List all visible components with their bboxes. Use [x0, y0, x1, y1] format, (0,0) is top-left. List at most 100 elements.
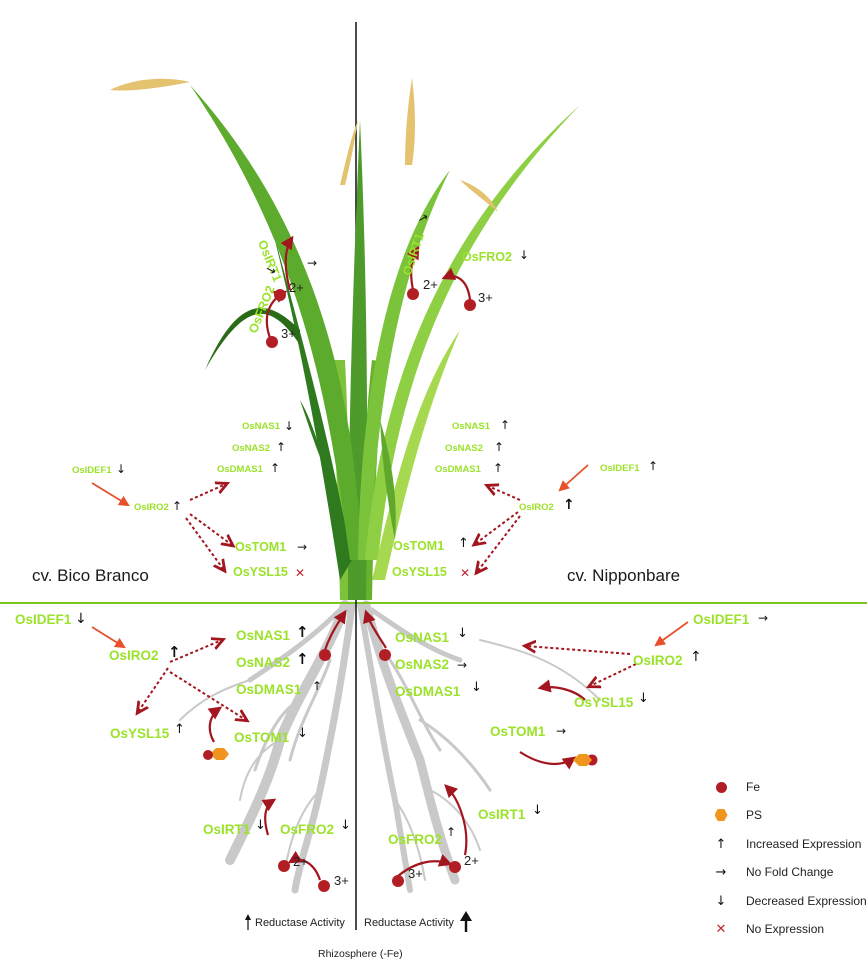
increased-arrow: ↑ — [563, 498, 575, 512]
ostom1-shoot-right: OsTOM1 — [393, 539, 444, 553]
right-arrow-icon: → — [712, 865, 730, 880]
reductase-arrow-left-head — [245, 914, 251, 920]
osnas1-root-right: OsNAS1 — [395, 630, 449, 645]
fe2-charge-label: 2+ — [293, 854, 308, 869]
increased-arrow: ↑ — [312, 680, 322, 692]
dashed-arrow-right-ysl15 — [477, 516, 520, 572]
increased-arrow: ↑ — [446, 826, 456, 838]
osnas1-shoot-right: OsNAS1 — [452, 421, 490, 432]
legend-no-expression: ✕ No Expression — [712, 919, 824, 939]
regulation-arrow-root-left — [92, 627, 124, 647]
legend-label: Increased Expression — [746, 837, 861, 851]
no-change-arrow: → — [457, 659, 467, 671]
fe-dot — [319, 649, 331, 661]
fe-dot — [266, 336, 278, 348]
osfro2-root-left: OsFRO2 — [280, 822, 334, 837]
legend-label: Fe — [746, 780, 760, 794]
up-arrow-icon: ↑ — [712, 837, 730, 852]
dashed-arrow-root-right-nas — [526, 646, 630, 654]
decreased-arrow: ↓ — [457, 627, 468, 640]
cultivar-label-right: cv. Nipponbare — [567, 566, 680, 586]
increased-arrow: ↑ — [270, 462, 280, 474]
increased-arrow: ↑ — [172, 500, 182, 512]
fe-dot — [464, 299, 476, 311]
decreased-arrow: ↓ — [471, 681, 482, 694]
ps-molecules — [210, 748, 592, 766]
osidef1-root-left: OsIDEF1 — [15, 612, 71, 627]
rhizosphere-label: Rhizosphere (-Fe) — [318, 948, 403, 960]
osidef1-shoot-left: OsIDEF1 — [72, 465, 112, 476]
legend-increased: ↑ Increased Expression — [712, 834, 861, 854]
panicles — [110, 78, 498, 212]
reductase-activity-left: Reductase Activity — [255, 917, 345, 929]
osidef1-root-right: OsIDEF1 — [693, 612, 749, 627]
increased-arrow: ↑ — [296, 625, 309, 640]
reductase-arrow-right-head — [460, 911, 472, 921]
fe-dot — [379, 649, 391, 661]
osfro2-shoot-right: OsFRO2 — [462, 250, 512, 264]
fe-dot — [392, 875, 404, 887]
increased-arrow: ↑ — [296, 652, 309, 667]
legend-label: No Expression — [746, 922, 824, 936]
ostom1-root-right: OsTOM1 — [490, 724, 545, 739]
osnas2-shoot-right: OsNAS2 — [445, 443, 483, 454]
down-arrow-icon: ↓ — [712, 894, 730, 909]
dashed-arrow-root-left-ysl15 — [138, 668, 168, 712]
osiro2-shoot-left: OsIRO2 — [134, 502, 169, 513]
decreased-arrow: ↓ — [519, 249, 529, 261]
dashed-arrow-left-nas — [190, 484, 226, 500]
osysl15-root-left: OsYSL15 — [110, 726, 169, 741]
x-mark-icon: ✕ — [712, 922, 730, 937]
osnas2-shoot-left: OsNAS2 — [232, 443, 270, 454]
decreased-arrow: ↓ — [638, 692, 649, 705]
root-system — [180, 605, 600, 890]
osfro2-root-right: OsFRO2 — [388, 832, 442, 847]
fe-uptake-arrow-root-lower-right — [446, 786, 466, 855]
increased-arrow: ↑ — [493, 462, 503, 474]
decreased-arrow: ↓ — [255, 819, 266, 832]
osidef1-shoot-right: OsIDEF1 — [600, 463, 640, 474]
increased-arrow: ↑ — [168, 645, 181, 660]
increased-arrow: ↑ — [174, 723, 185, 736]
fe2-charge-label: 2+ — [289, 280, 304, 295]
fe3-charge-label: 3+ — [334, 873, 349, 888]
cultivar-label-left: cv. Bico Branco — [32, 566, 149, 586]
osnas2-root-left: OsNAS2 — [236, 655, 290, 670]
osnas1-root-left: OsNAS1 — [236, 628, 290, 643]
increased-arrow: ↑ — [494, 441, 504, 453]
increased-arrow: ↑ — [458, 537, 469, 550]
osirt1-root-left: OsIRT1 — [203, 822, 250, 837]
osnas2-root-right: OsNAS2 — [395, 657, 449, 672]
rice-plant-shoot — [190, 85, 580, 600]
legend-label: PS — [746, 808, 762, 822]
dashed-arrow-root-right-ysl15 — [590, 664, 636, 686]
reductase-activity-right: Reductase Activity — [364, 917, 454, 929]
dashed-arrow-root-left-tom1 — [170, 672, 246, 720]
legend-ps: PS — [712, 805, 762, 825]
decreased-arrow: ↓ — [116, 463, 126, 475]
fe-dot — [278, 860, 290, 872]
ostom1-shoot-left: OsTOM1 — [235, 540, 286, 554]
osdmas1-root-left: OsDMAS1 — [236, 682, 301, 697]
regulation-arrow-root-right — [656, 622, 688, 645]
ostom1-root-left: OsTOM1 — [234, 730, 289, 745]
no-change-arrow: → — [297, 541, 307, 553]
osiro2-root-left: OsIRO2 — [109, 648, 159, 663]
fe2-charge-label: 2+ — [423, 277, 438, 292]
no-change-arrow: → — [556, 725, 566, 737]
increased-arrow: ↑ — [500, 419, 510, 431]
osysl15-shoot-right: OsYSL15 — [392, 565, 447, 579]
osnas1-shoot-left: OsNAS1 — [242, 421, 280, 432]
no-expression-mark: ✕ — [460, 567, 470, 579]
osysl15-root-right: OsYSL15 — [574, 695, 633, 710]
decreased-arrow: ↓ — [75, 612, 87, 626]
fe3-charge-label: 3+ — [478, 290, 493, 305]
fe-dot — [318, 880, 330, 892]
fe3-charge-label: 3+ — [281, 326, 296, 341]
dashed-arrow-left-tom1 — [190, 514, 232, 545]
osdmas1-root-right: OsDMAS1 — [395, 684, 460, 699]
no-change-arrow: → — [307, 257, 317, 269]
legend-no-change: → No Fold Change — [712, 862, 833, 882]
dashed-arrow-right-nas — [488, 486, 520, 500]
